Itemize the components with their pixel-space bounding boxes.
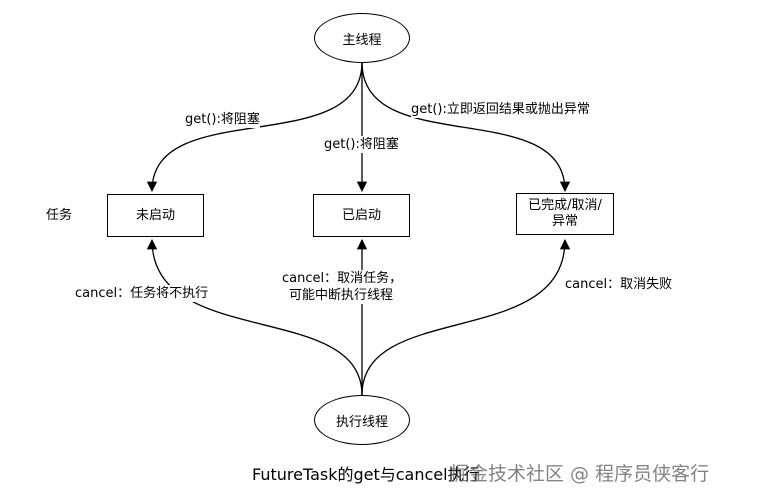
edge-exec-to-not-started [146, 238, 363, 396]
done-node: 已完成/取消/ 异常 [516, 193, 614, 235]
cancel-mid-label-line1: cancel：取消任务， [282, 270, 403, 287]
get-return-label: get():立即返回结果或抛出异常 [411, 101, 590, 118]
get-block-mid-label: get():将阻塞 [324, 136, 399, 153]
edge-exec-to-done [361, 238, 571, 396]
main-thread-label: 主线程 [342, 32, 382, 48]
done-label-line1: 已完成/取消/ [528, 198, 602, 213]
edge-main-to-done [361, 61, 571, 193]
watermark: 掘金技术社区 @ 程序员侠客行 [450, 463, 710, 485]
get-block-left-label: get():将阻塞 [185, 111, 260, 128]
done-label-line2: 异常 [551, 214, 578, 229]
not-started-label: 未启动 [135, 207, 175, 223]
cancel-right-label: cancel：取消失败 [565, 276, 673, 293]
exec-thread-label: 执行线程 [335, 414, 388, 430]
diagram-caption: FutureTask的get与cancel执行 [252, 465, 480, 484]
cancel-mid-label-line2: 可能中断执行线程 [289, 287, 394, 304]
main-thread-node: 主线程 [314, 13, 410, 63]
cancel-left-label: cancel：任务将不执行 [75, 285, 209, 302]
not-started-node: 未启动 [107, 194, 204, 237]
task-label: 任务 [46, 208, 73, 223]
started-label: 已启动 [341, 207, 381, 223]
exec-thread-node: 执行线程 [314, 395, 410, 445]
started-node: 已启动 [313, 194, 410, 237]
